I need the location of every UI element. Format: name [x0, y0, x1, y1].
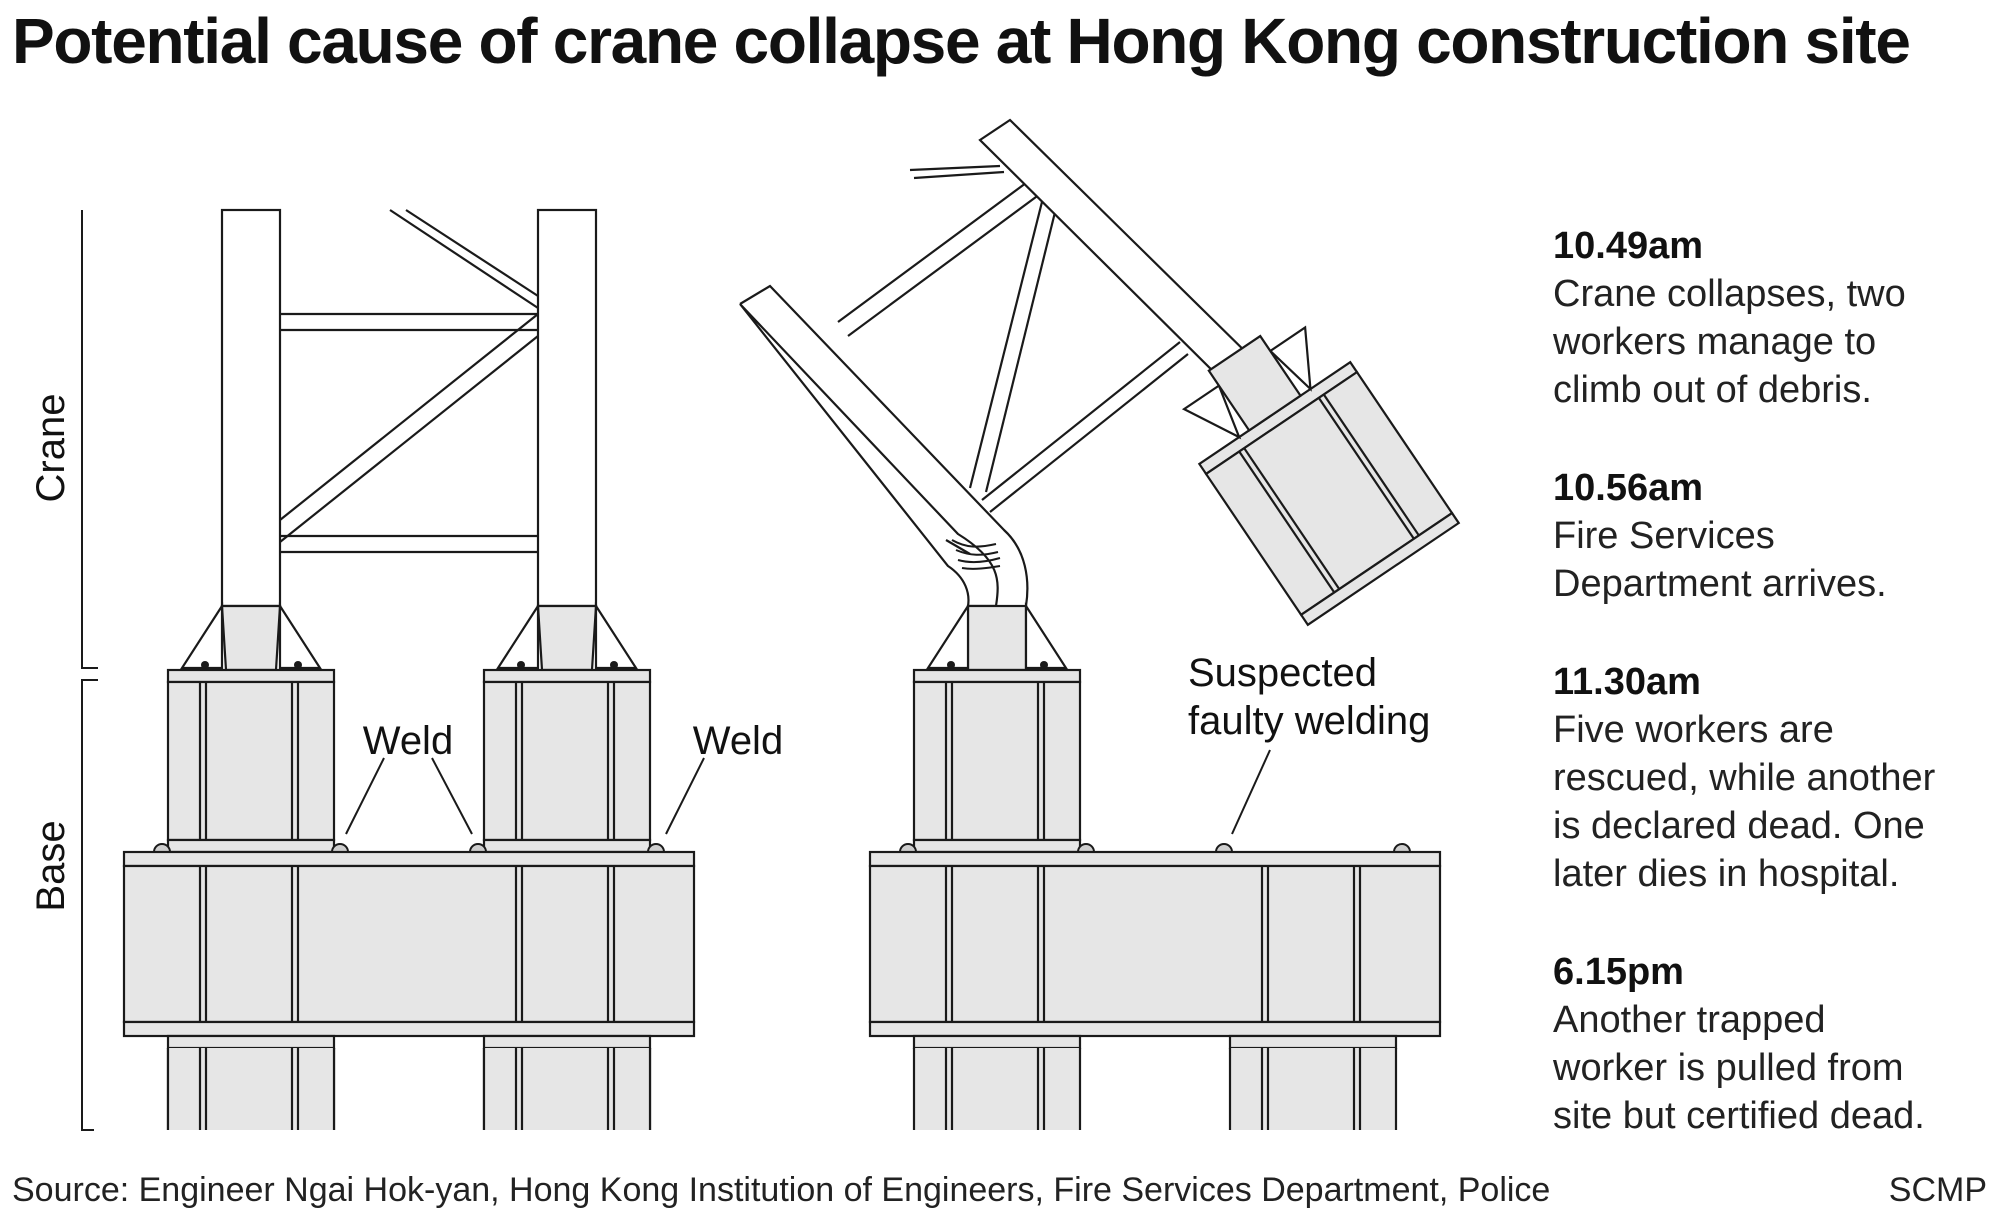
event-desc-line: Another trapped: [1553, 999, 1826, 1041]
page-title: Potential cause of crane collapse at Hon…: [12, 5, 1911, 77]
event-desc-line: is declared dead. One: [1553, 805, 1925, 847]
timeline-event: 10.49am Crane collapses, two workers man…: [1553, 222, 1993, 414]
intact-crane: [122, 208, 696, 1130]
timeline-event: 11.30am Five workers are rescued, while …: [1553, 658, 1993, 898]
event-desc-line: site but certified dead.: [1553, 1095, 1925, 1137]
weld-label-left: Weld: [363, 719, 453, 763]
timeline: 10.49am Crane collapses, two workers man…: [1553, 222, 1993, 1190]
timeline-event: 6.15pm Another trapped worker is pulled …: [1553, 948, 1993, 1140]
event-desc-line: Crane collapses, two: [1553, 273, 1906, 315]
event-time: 10.49am: [1553, 225, 1704, 267]
event-desc-line: Department arrives.: [1553, 563, 1887, 605]
crane-side-label: Crane: [29, 394, 73, 503]
credit: SCMP: [1888, 1171, 1987, 1209]
weld-callout-right: Weld: [665, 719, 783, 835]
event-desc-line: Five workers are: [1553, 709, 1834, 751]
event-time: 10.56am: [1553, 467, 1704, 509]
event-desc-line: climb out of debris.: [1553, 369, 1872, 411]
weld-callout-left: Weld: [345, 719, 473, 835]
event-time: 11.30am: [1553, 661, 1701, 703]
suspected-label-line2: faulty welding: [1188, 699, 1430, 743]
collapsed-crane: [739, 118, 1461, 1130]
base-side-label: Base: [29, 820, 73, 911]
event-desc-line: later dies in hospital.: [1553, 853, 1900, 895]
suspected-welding-callout: Suspected faulty welding: [1188, 651, 1430, 835]
crane-bracket: [81, 210, 98, 669]
event-desc-line: rescued, while another: [1553, 757, 1936, 799]
event-desc-line: Fire Services: [1553, 515, 1775, 557]
suspected-label-line1: Suspected: [1188, 651, 1377, 695]
timeline-event: 10.56am Fire Services Department arrives…: [1553, 464, 1993, 608]
weld-label-right: Weld: [693, 719, 783, 763]
base-bracket: [81, 679, 98, 1131]
event-desc-line: worker is pulled from: [1553, 1047, 1904, 1089]
source-note: Source: Engineer Ngai Hok-yan, Hong Kong…: [12, 1171, 1551, 1209]
event-desc-line: workers manage to: [1553, 321, 1877, 363]
event-time: 6.15pm: [1553, 951, 1684, 993]
